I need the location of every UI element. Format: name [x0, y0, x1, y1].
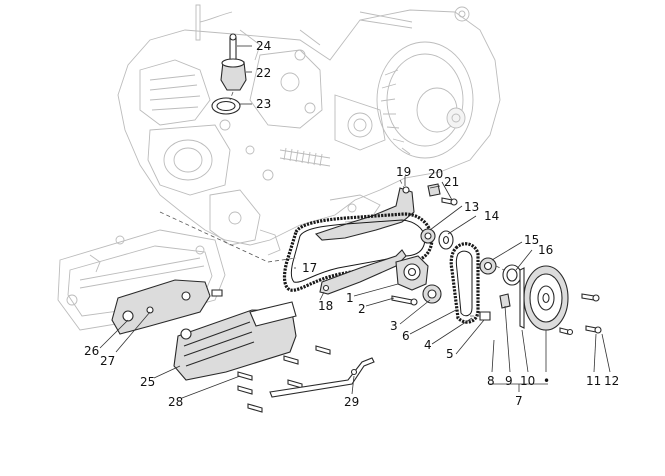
- callout-18: 18: [318, 299, 333, 313]
- tensioner-cap-assembly: [211, 33, 247, 115]
- engine-block-ghost: [117, 4, 501, 256]
- callout-12: 12: [604, 374, 619, 388]
- section-divider: [159, 211, 297, 263]
- callout-14: 14: [484, 209, 499, 223]
- callout-4: 4: [424, 338, 432, 352]
- callout-11: 11: [586, 374, 601, 388]
- callout-1: 1: [346, 291, 354, 305]
- callout-26: 26: [84, 344, 99, 358]
- lower-left-parts: [111, 279, 375, 413]
- callout-10: 10: [520, 374, 535, 388]
- callout-27: 27: [100, 354, 115, 368]
- callout-3: 3: [390, 319, 398, 333]
- callout-labels: 24 22 23 19 20 21 13 14 15 16 17 18 1 2 …: [84, 39, 619, 409]
- callout-19: 19: [396, 165, 411, 179]
- callout-21: 21: [444, 175, 459, 189]
- drive-pulley-group: [479, 257, 602, 336]
- callout-6: 6: [402, 329, 410, 343]
- callout-2: 2: [358, 302, 366, 316]
- callout-8: 8: [487, 374, 495, 388]
- callout-17: 17: [302, 261, 317, 275]
- callout-29: 29: [344, 395, 359, 409]
- callout-15: 15: [524, 233, 539, 247]
- oil-pump-sprockets: [391, 228, 454, 306]
- leader-lines: [99, 45, 611, 399]
- callout-23: 23: [256, 97, 271, 111]
- small-bolts-20-21: [427, 183, 458, 206]
- callout-22: 22: [256, 66, 271, 80]
- secondary-chain: [449, 242, 491, 324]
- callout-13: 13: [464, 200, 479, 214]
- callout-24: 24: [256, 39, 271, 53]
- callout-25: 25: [140, 375, 155, 389]
- callout-9: 9: [505, 374, 513, 388]
- kit-marker: •: [543, 374, 550, 388]
- callout-7: 7: [515, 394, 523, 408]
- callout-20: 20: [428, 167, 443, 181]
- callout-16: 16: [538, 243, 553, 257]
- callout-28: 28: [168, 395, 183, 409]
- callout-5: 5: [446, 347, 454, 361]
